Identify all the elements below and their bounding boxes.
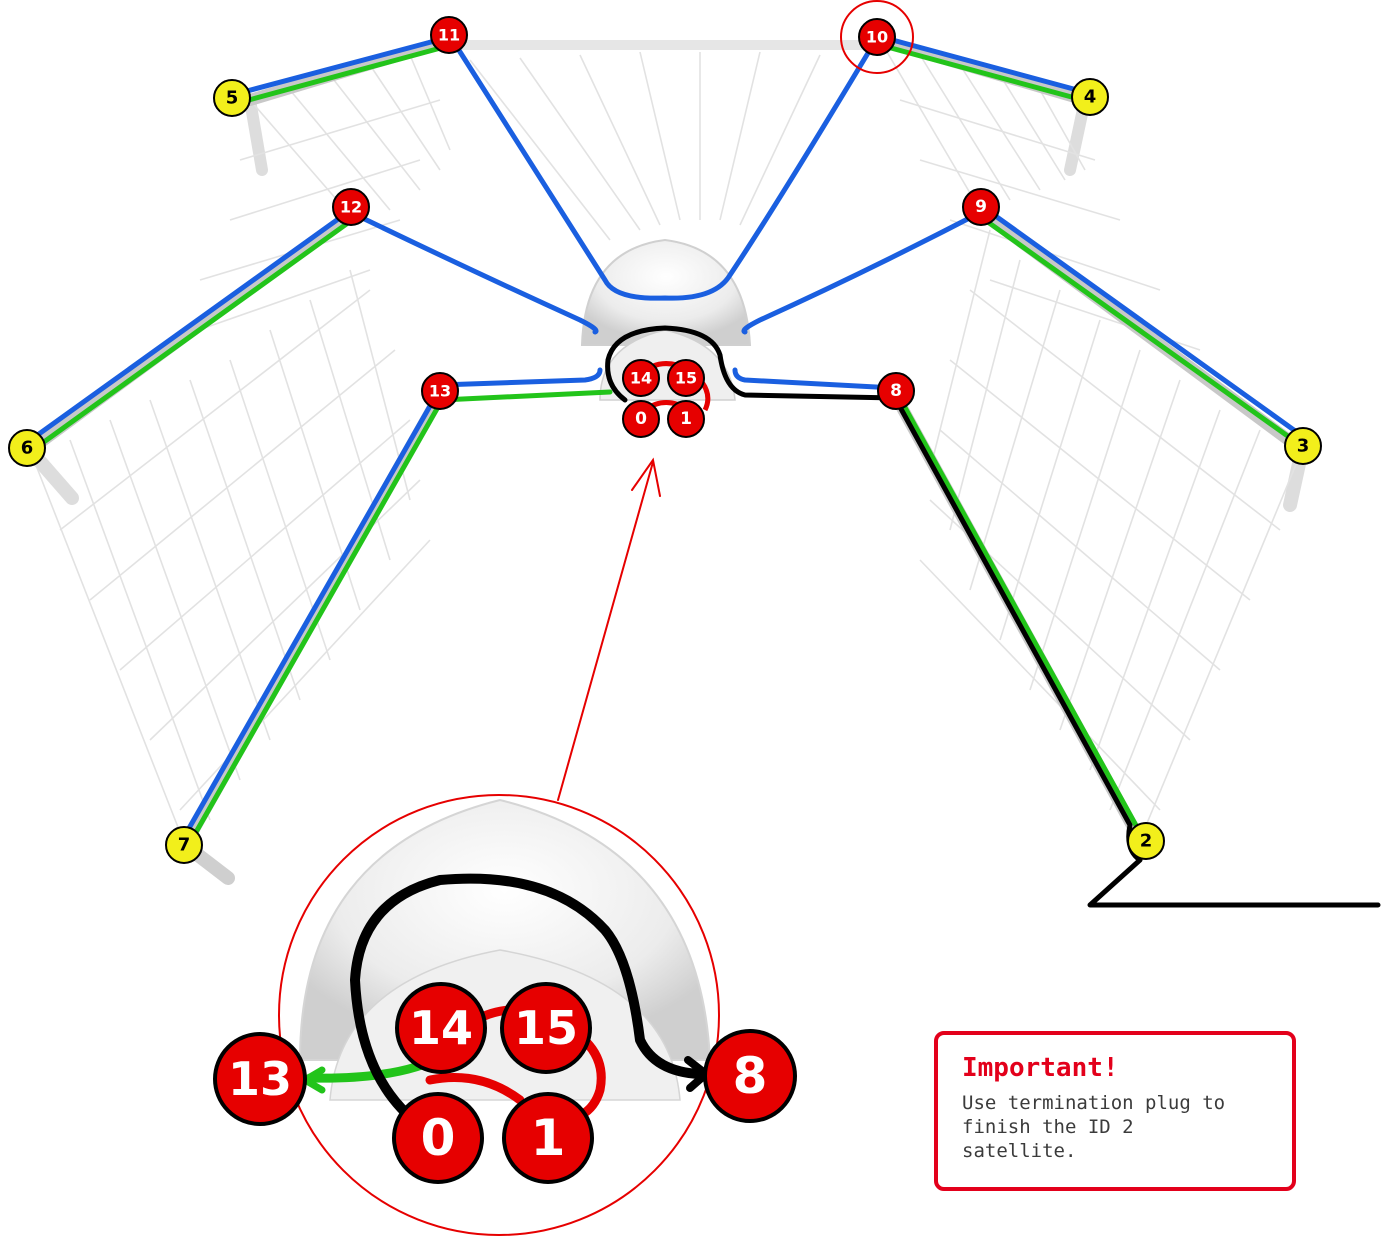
svg-text:1: 1 bbox=[531, 1109, 566, 1167]
node-badge: 11 bbox=[430, 16, 468, 54]
svg-text:13: 13 bbox=[429, 382, 451, 401]
zoom-ring bbox=[278, 794, 720, 1236]
node-badges: 5 4 6 3 7 2 11 10 12 9 13 8 14 15 0 1 bbox=[8, 16, 1322, 864]
svg-text:5: 5 bbox=[226, 88, 239, 109]
svg-text:15: 15 bbox=[675, 369, 697, 388]
zoom-node-badge: 0 bbox=[392, 1092, 484, 1184]
green-cables bbox=[27, 42, 1306, 851]
node-badge: 15 bbox=[667, 359, 705, 397]
node-badge: 14 bbox=[622, 359, 660, 397]
svg-text:15: 15 bbox=[514, 1001, 578, 1055]
svg-text:14: 14 bbox=[630, 369, 652, 388]
node-badge: 8 bbox=[877, 372, 915, 410]
svg-text:11: 11 bbox=[438, 26, 460, 45]
node-badge: 1 bbox=[667, 400, 705, 438]
note-title: Important! bbox=[962, 1053, 1119, 1083]
zoom-black-cable bbox=[350, 873, 705, 1130]
blue-cables bbox=[22, 30, 1308, 847]
node-badge: 9 bbox=[962, 188, 1000, 226]
svg-text:1: 1 bbox=[680, 409, 692, 429]
svg-text:3: 3 bbox=[1297, 436, 1310, 457]
zoom-red-loop-lower bbox=[425, 1073, 525, 1105]
svg-text:10: 10 bbox=[866, 28, 888, 47]
hexagon-frame bbox=[23, 35, 1309, 885]
important-note: Important! Use termination plug to finis… bbox=[934, 1031, 1296, 1191]
svg-text:7: 7 bbox=[178, 835, 191, 856]
svg-text:8: 8 bbox=[733, 1047, 768, 1105]
net-mesh bbox=[29, 39, 1303, 846]
svg-text:9: 9 bbox=[975, 197, 987, 217]
svg-text:0: 0 bbox=[635, 409, 647, 429]
svg-text:2: 2 bbox=[1140, 831, 1153, 852]
svg-text:6: 6 bbox=[21, 438, 34, 459]
svg-text:14: 14 bbox=[409, 1001, 473, 1055]
callout-arrow bbox=[557, 457, 661, 801]
zoom-node-badge: 1 bbox=[502, 1092, 594, 1184]
svg-text:8: 8 bbox=[890, 381, 902, 401]
node-badge: 13 bbox=[421, 372, 459, 410]
zoom-node-badge: 8 bbox=[703, 1029, 797, 1123]
node-badge: 7 bbox=[165, 826, 203, 864]
svg-text:12: 12 bbox=[340, 198, 362, 217]
svg-text:13: 13 bbox=[228, 1052, 292, 1106]
zoom-node-badge: 15 bbox=[500, 982, 592, 1074]
note-body: Use termination plug to finish the ID 2 … bbox=[962, 1092, 1226, 1162]
node-badge: 12 bbox=[332, 188, 370, 226]
node-badge: 5 bbox=[213, 79, 251, 117]
zoom-node-badge: 13 bbox=[213, 1032, 307, 1126]
zoom-inset: 13 14 15 0 1 8 bbox=[213, 794, 797, 1236]
node-badge: 2 bbox=[1127, 822, 1165, 860]
node-badge: 3 bbox=[1284, 427, 1322, 465]
svg-text:4: 4 bbox=[1084, 87, 1097, 108]
svg-text:0: 0 bbox=[421, 1109, 456, 1167]
node-badge: 4 bbox=[1071, 78, 1109, 116]
highlight-ring bbox=[840, 0, 914, 74]
node-badge: 6 bbox=[8, 429, 46, 467]
zoom-node-badge: 14 bbox=[395, 982, 487, 1074]
node-badge: 10 bbox=[858, 18, 896, 56]
node-badge: 0 bbox=[622, 400, 660, 438]
